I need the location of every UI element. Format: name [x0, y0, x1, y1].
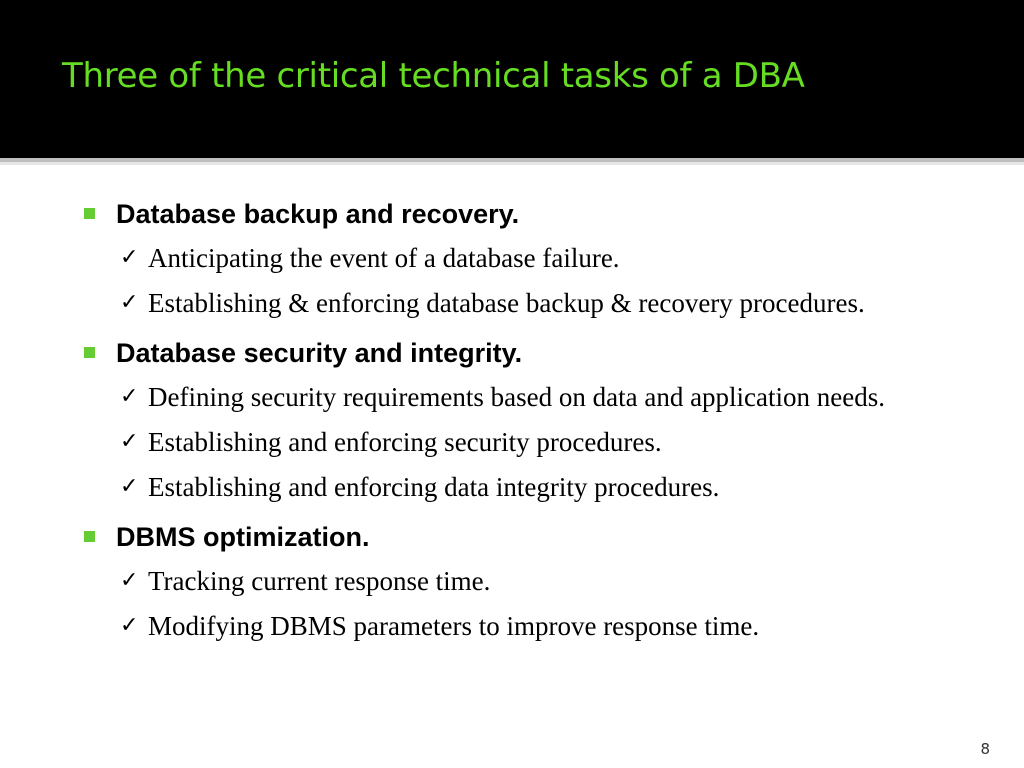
- title-band: [0, 0, 1024, 158]
- checkmark-icon: ✓: [120, 474, 139, 499]
- checkmark-icon: ✓: [120, 613, 139, 638]
- checkmark-icon: ✓: [120, 384, 139, 409]
- list-item: ✓ Anticipating the event of a database f…: [84, 240, 984, 276]
- title-divider: [0, 158, 1024, 162]
- list-item-text: Establishing & enforcing database backup…: [148, 288, 865, 318]
- checkmark-icon: ✓: [120, 429, 139, 454]
- section-heading: Database backup and recovery.: [84, 196, 984, 232]
- checkmark-icon: ✓: [120, 290, 139, 315]
- list-item-text: Modifying DBMS parameters to improve res…: [148, 611, 760, 641]
- list-item: ✓ Tracking current response time.: [84, 563, 984, 599]
- list-item-text: Establishing and enforcing data integrit…: [148, 472, 720, 502]
- list-item-text: Establishing and enforcing security proc…: [148, 427, 662, 457]
- sub-list: ✓ Defining security requirements based o…: [84, 379, 984, 505]
- page-number: 8: [980, 740, 990, 758]
- section-heading-text: Database backup and recovery.: [116, 199, 520, 229]
- slide-title: Three of the critical technical tasks of…: [62, 56, 805, 96]
- square-bullet-icon: [84, 208, 95, 219]
- title-divider-shadow: [0, 162, 1024, 165]
- list-item: ✓ Modifying DBMS parameters to improve r…: [84, 608, 984, 644]
- sub-list: ✓ Anticipating the event of a database f…: [84, 240, 984, 321]
- checkmark-icon: ✓: [120, 568, 139, 593]
- section-heading: DBMS optimization.: [84, 519, 984, 555]
- list-item: ✓ Establishing and enforcing data integr…: [84, 469, 984, 505]
- list-item: ✓ Defining security requirements based o…: [84, 379, 984, 415]
- section-backup-recovery: Database backup and recovery. ✓ Anticipa…: [84, 196, 984, 321]
- section-security-integrity: Database security and integrity. ✓ Defin…: [84, 335, 984, 505]
- section-heading-text: DBMS optimization.: [116, 522, 370, 552]
- sub-list: ✓ Tracking current response time. ✓ Modi…: [84, 563, 984, 644]
- list-item: ✓ Establishing and enforcing security pr…: [84, 424, 984, 460]
- slide-body: Database backup and recovery. ✓ Anticipa…: [84, 196, 984, 658]
- checkmark-icon: ✓: [120, 245, 139, 270]
- square-bullet-icon: [84, 347, 95, 358]
- section-heading: Database security and integrity.: [84, 335, 984, 371]
- square-bullet-icon: [84, 531, 95, 542]
- list-item-text: Defining security requirements based on …: [148, 382, 886, 412]
- list-item: ✓ Establishing & enforcing database back…: [84, 285, 984, 321]
- list-item-text: Anticipating the event of a database fai…: [148, 243, 620, 273]
- list-item-text: Tracking current response time.: [148, 566, 491, 596]
- section-dbms-optimization: DBMS optimization. ✓ Tracking current re…: [84, 519, 984, 644]
- section-heading-text: Database security and integrity.: [116, 338, 523, 368]
